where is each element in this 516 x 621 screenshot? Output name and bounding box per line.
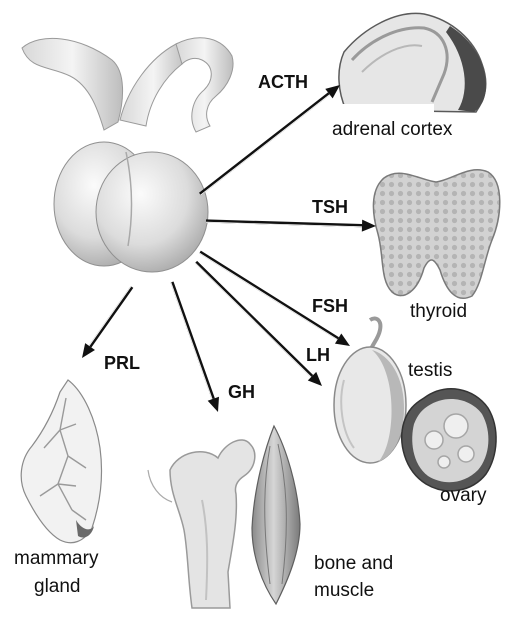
label-bone-line2: muscle	[314, 580, 374, 602]
ovary-illustration	[402, 389, 496, 491]
bone-illustration	[148, 440, 255, 608]
arrow-prl-shaft	[90, 287, 132, 347]
arrow-prl-head	[82, 343, 95, 358]
label-ovary: ovary	[440, 485, 486, 507]
arrow-tsh-head	[362, 220, 376, 232]
label-mammary-line1: mammary	[14, 548, 98, 570]
arrow-prl-highlight	[89, 286, 131, 346]
label-prl: PRL	[104, 353, 140, 374]
arrow-lh-shaft	[196, 262, 312, 376]
arrow-acth	[200, 85, 340, 195]
adrenal-cortex-illustration	[339, 13, 486, 118]
muscle-illustration	[252, 426, 300, 604]
arrow-tsh	[206, 220, 376, 232]
label-gh: GH	[228, 382, 255, 403]
arrow-prl	[82, 286, 132, 358]
label-adrenal-cortex: adrenal cortex	[332, 119, 452, 141]
arrow-gh-highlight	[171, 282, 212, 399]
thyroid-illustration	[373, 170, 499, 299]
label-acth: ACTH	[258, 72, 308, 93]
arrow-gh-head	[208, 397, 219, 412]
label-tsh: TSH	[312, 197, 348, 218]
arrow-lh-highlight	[195, 263, 311, 377]
label-fsh: FSH	[312, 296, 348, 317]
label-lh: LH	[306, 345, 330, 366]
arrow-tsh-shaft	[206, 221, 362, 226]
label-thyroid: thyroid	[410, 301, 467, 323]
arrow-lh	[195, 262, 322, 386]
arrow-acth-highlight	[201, 95, 330, 195]
arrow-gh	[171, 282, 219, 412]
label-bone-line1: bone and	[314, 553, 393, 575]
label-mammary-line2: gland	[34, 576, 81, 598]
arrow-acth-shaft	[200, 94, 329, 194]
mammary-gland-illustration	[21, 380, 101, 543]
label-testis: testis	[408, 360, 452, 382]
pituitary-gland-illustration	[22, 38, 233, 272]
arrow-gh-shaft	[172, 282, 213, 399]
